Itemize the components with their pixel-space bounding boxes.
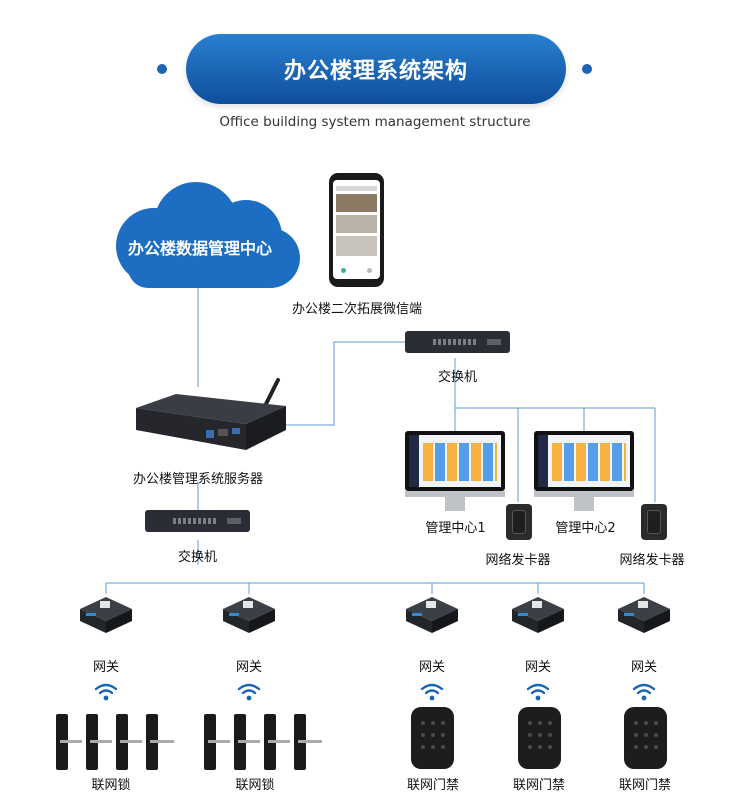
- page-title: 办公楼理系统架构: [186, 34, 566, 104]
- device-5-label: 联网门禁: [618, 778, 671, 793]
- gateway-5-icon: [618, 597, 670, 633]
- management-center-1-monitor-icon: [405, 431, 505, 513]
- card-issuer-1-icon: [506, 504, 532, 540]
- gateway-3-label: 网关: [418, 660, 445, 675]
- management-center-2-monitor-icon: [534, 431, 634, 513]
- device-1-label: 联网锁: [91, 778, 131, 793]
- server-icon: [136, 378, 286, 450]
- gateway-3-icon: [406, 597, 458, 633]
- wifi-icon: [94, 683, 118, 701]
- gateway-2-label: 网关: [235, 660, 262, 675]
- gateway-1-icon: [80, 597, 132, 633]
- gateway-1-label: 网关: [92, 660, 119, 675]
- server-label: 办公楼管理系统服务器: [132, 472, 263, 487]
- device-3-label: 联网门禁: [406, 778, 459, 793]
- wifi-icon: [420, 683, 444, 701]
- phone-label: 办公楼二次拓展微信端: [291, 302, 422, 317]
- cloud-label: 办公楼数据管理中心: [127, 239, 272, 258]
- page-subtitle: Office building system management struct…: [219, 114, 531, 130]
- wifi-icon: [526, 683, 550, 701]
- gateway-2-icon: [223, 597, 275, 633]
- gateway-5-label: 网关: [630, 660, 657, 675]
- card-issuer-2-label: 网络发卡器: [619, 553, 685, 568]
- access-keypad-2-icon: [518, 707, 561, 769]
- gateway-4-icon: [512, 597, 564, 633]
- switch-bottom-icon: [145, 510, 250, 532]
- title-right-dot: [582, 64, 592, 74]
- card-issuer-1-label: 网络发卡器: [485, 553, 551, 568]
- switch-top-label: 交换机: [437, 370, 477, 385]
- management-center-1-label: 管理中心1: [425, 521, 486, 536]
- lock-group-2-icon: [204, 714, 324, 770]
- management-center-2-label: 管理中心2: [555, 521, 616, 536]
- cloud-icon: [116, 182, 300, 288]
- wifi-icon: [632, 683, 656, 701]
- phone-icon: [329, 173, 384, 287]
- device-4-label: 联网门禁: [512, 778, 565, 793]
- lock-group-1-icon: [56, 714, 176, 770]
- wifi-icon: [237, 683, 261, 701]
- title-left-dot: [157, 64, 167, 74]
- card-issuer-2-icon: [641, 504, 667, 540]
- access-keypad-1-icon: [411, 707, 454, 769]
- device-2-label: 联网锁: [235, 778, 275, 793]
- access-keypad-3-icon: [624, 707, 667, 769]
- gateway-4-label: 网关: [524, 660, 551, 675]
- switch-top-icon: [405, 331, 510, 353]
- switch-bottom-label: 交换机: [177, 550, 217, 565]
